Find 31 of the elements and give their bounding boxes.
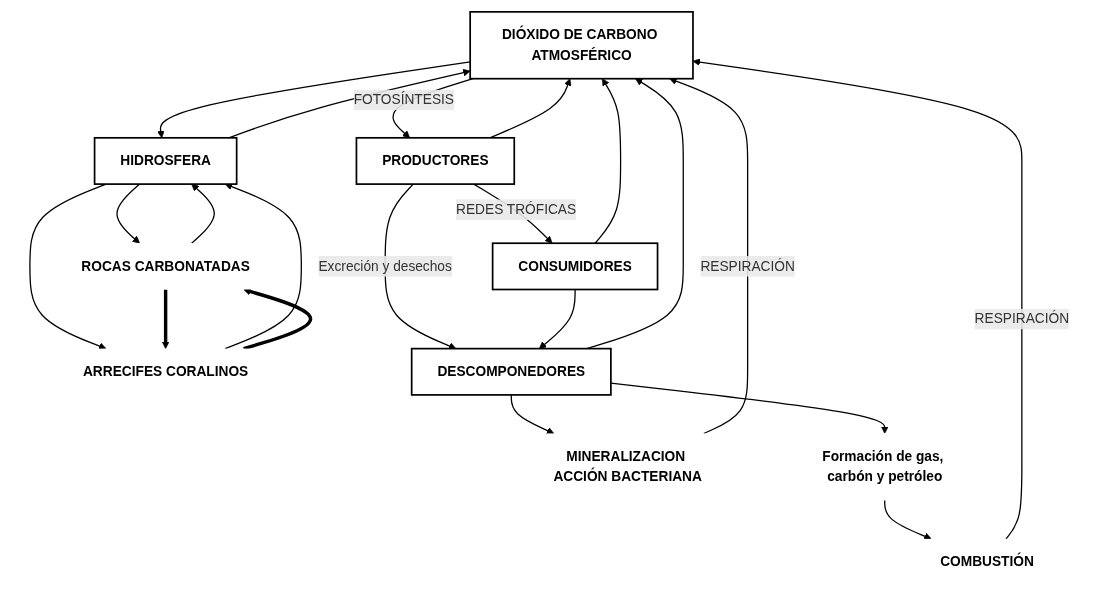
node-box: HIDROSFERA (93, 136, 238, 185)
arrow (669, 77, 749, 435)
edge-label: RESPIRACIÓN (974, 311, 1070, 326)
arrow (224, 183, 302, 350)
arrow (884, 499, 932, 540)
arrow (510, 394, 555, 435)
arrow (191, 183, 215, 244)
arrow (610, 382, 889, 434)
edge-label: Excreción y desechos (318, 258, 452, 274)
node-box: CONSUMIDORES (491, 242, 659, 291)
arrow (538, 288, 576, 349)
node-box: PRODUCTORES (355, 136, 516, 185)
node-text: Formación de gas, carbón y petróleo (822, 448, 944, 485)
node-text: COMBUSTIÓN (940, 554, 1034, 569)
arrow (692, 58, 1023, 540)
arrow (243, 287, 313, 351)
arrow (594, 78, 622, 244)
arrow (29, 183, 107, 350)
node-text: MINERALIZACION ACCIÓN BACTERIANA (553, 448, 702, 485)
arrow (384, 183, 457, 350)
node-box: DIÓXIDO DE CARBONO ATMOSFÉRICO (469, 11, 694, 80)
node-box: DESCOMPONEDORES (410, 347, 612, 396)
node-text: ROCAS CARBONATADAS (81, 258, 250, 274)
arrow (157, 61, 471, 139)
node-text: ARRECIFES CORALINOS (82, 364, 249, 379)
arrow (489, 78, 572, 139)
arrow (161, 289, 170, 349)
edge-label: RESPIRACIÓN (700, 258, 795, 274)
edge-label: REDES TRÓFICAS (456, 201, 577, 217)
arrow (116, 183, 141, 244)
edge-label: FOTOSÍNTESIS (353, 92, 454, 107)
